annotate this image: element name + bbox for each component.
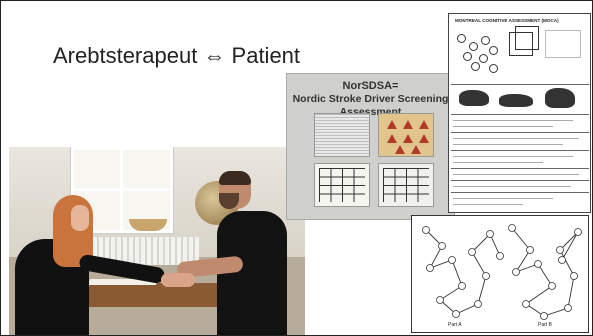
trail-part-a-label: Part A: [448, 322, 462, 328]
slide-title: Arebtsterapeut ⇔ Patient: [53, 43, 301, 68]
photo-patient: [176, 171, 297, 335]
photo-hands: [161, 273, 195, 287]
norsdsa-card: NorSDSA= Nordic Stroke Driver Screening …: [287, 74, 454, 219]
rhino-icon: [499, 94, 533, 107]
dot-cancellation-tile: [315, 114, 369, 156]
norsdsa-subtitle: Nordic Stroke Driver Screening: [292, 93, 449, 105]
lion-icon: [459, 90, 489, 106]
moca-sheet: MONTREAL COGNITIVE ASSESSMENT (MOCA): [448, 13, 591, 213]
directions-tile: [379, 114, 433, 156]
moca-clock-box: [545, 30, 581, 58]
norsdsa-title: NorSDSA=: [342, 80, 399, 92]
therapy-photo: [9, 147, 305, 335]
photo-bowl: [129, 219, 167, 231]
trail-drawing: [422, 224, 582, 320]
norsdsa-subtitle-2: Assessment: [339, 106, 402, 115]
compass-tile: [315, 164, 369, 206]
camel-icon: [545, 88, 575, 108]
moca-cube: [509, 32, 533, 56]
road-signs-tile: [379, 164, 433, 206]
photo-therapist: [9, 195, 166, 335]
trail-making-sheet: Part A Part B: [411, 215, 589, 333]
moca-header: MONTREAL COGNITIVE ASSESSMENT (MOCA): [455, 18, 559, 23]
trail-part-b-label: Part B: [538, 322, 552, 328]
